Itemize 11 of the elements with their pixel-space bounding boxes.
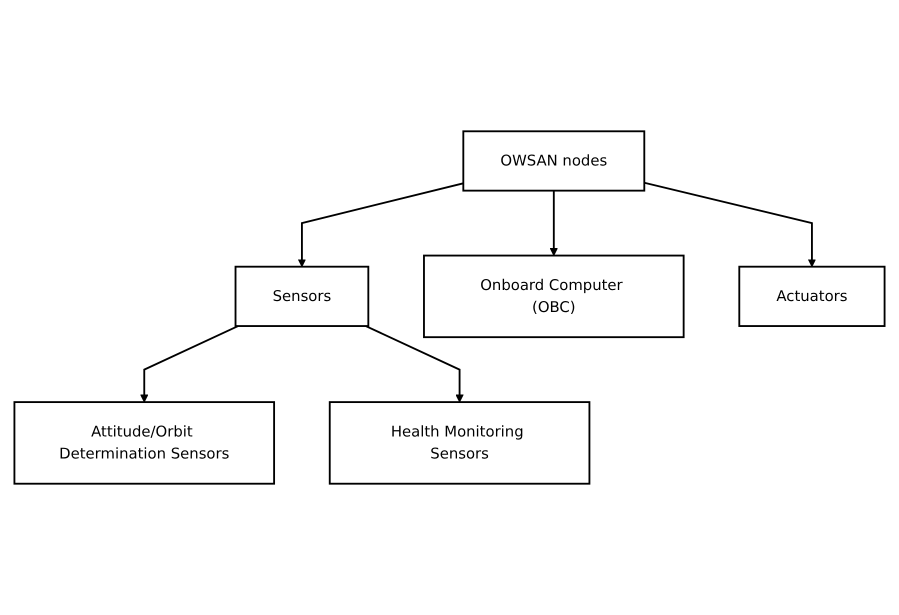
arrow (140, 325, 238, 402)
arrow (365, 325, 464, 402)
arrow (644, 182, 816, 268)
node-box: OWSAN nodes (462, 130, 646, 192)
node-box: Sensors (234, 266, 370, 327)
node-box: Onboard Computer (OBC) (423, 254, 685, 338)
node-box: Health Monitoring Sensors (328, 401, 590, 485)
node-box: Actuators (738, 266, 886, 327)
arrow (298, 182, 464, 268)
node-box: Attitude/Orbit Determination Sensors (14, 401, 276, 485)
arrow (550, 190, 558, 256)
